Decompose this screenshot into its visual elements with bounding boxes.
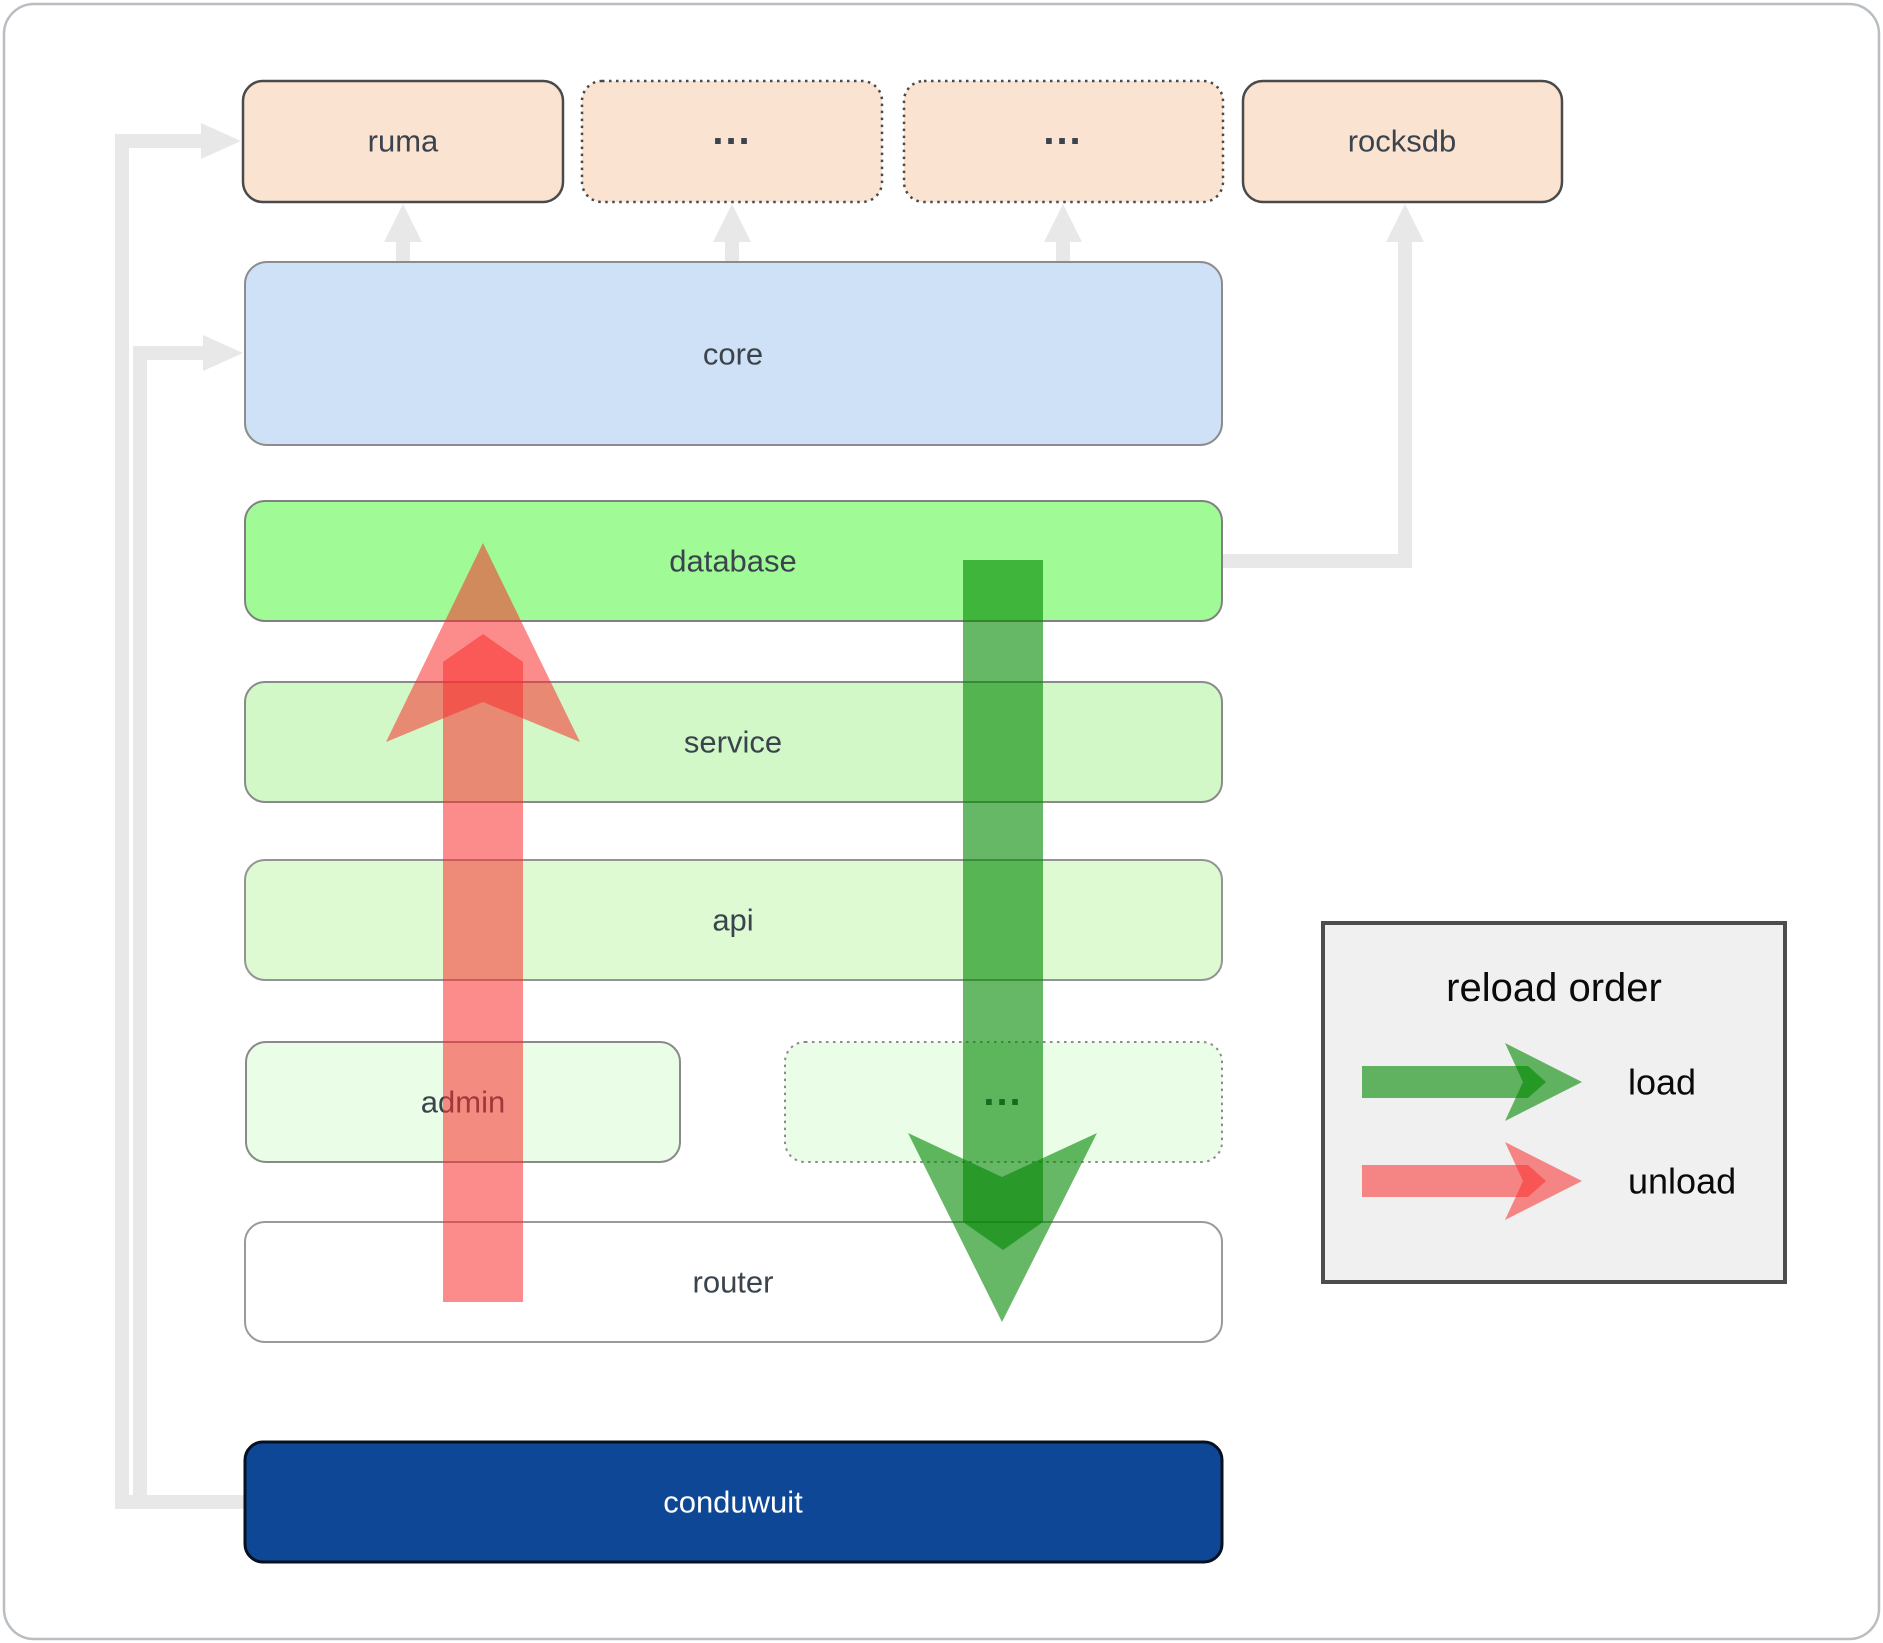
arrowhead-into-ruma <box>201 123 241 159</box>
load-arrow <box>908 560 1097 1322</box>
node-module-a-label: ... <box>712 109 751 153</box>
node-ruma-label: ruma <box>368 124 439 159</box>
node-ruma <box>241 79 565 204</box>
arrowhead-up-rocksdb <box>1386 204 1424 242</box>
arrowhead-up-module-b <box>1044 204 1082 242</box>
legend-load-label: load <box>1628 1062 1696 1103</box>
node-api-label: api <box>712 903 753 938</box>
legend: reload order load unload <box>1321 921 1787 1284</box>
legend-unload-label: unload <box>1628 1161 1736 1202</box>
node-module-a <box>580 79 884 204</box>
load-arrow-head <box>908 1133 1097 1322</box>
legend-unload-head <box>1505 1142 1582 1220</box>
gray-connectors <box>115 123 1424 1509</box>
node-core <box>244 261 1223 446</box>
node-rocksdb <box>1241 79 1564 204</box>
load-arrow-shaft <box>963 560 1043 1250</box>
edge-conduwuit-core <box>133 346 245 1509</box>
legend-title: reload order <box>1446 966 1662 1010</box>
unload-arrow <box>386 543 580 1302</box>
node-conduwuit-label: conduwuit <box>663 1485 803 1520</box>
legend-load-arrow <box>1362 1043 1582 1121</box>
arrowhead-up-ruma <box>384 204 422 242</box>
node-router-label: router <box>693 1265 774 1300</box>
edge-database-rocksdb <box>1222 238 1412 568</box>
legend-unload-arrow <box>1362 1142 1582 1220</box>
legend-load-shaft <box>1362 1066 1546 1098</box>
node-database-label: database <box>669 544 797 579</box>
node-rocksdb-label: rocksdb <box>1348 124 1457 159</box>
arrowhead-into-core <box>203 335 243 371</box>
unload-arrow-head <box>386 543 580 742</box>
node-module-b-label: ... <box>1043 109 1082 153</box>
node-service-label: service <box>684 725 782 760</box>
legend-box <box>1321 921 1787 1284</box>
legend-load-head <box>1505 1043 1582 1121</box>
node-module-b <box>902 79 1225 204</box>
node-conduwuit <box>243 1440 1224 1564</box>
arrowhead-up-module-a <box>713 204 751 242</box>
unload-arrow-shaft <box>443 634 523 1302</box>
legend-unload-shaft <box>1362 1165 1546 1197</box>
node-core-label: core <box>703 337 763 372</box>
